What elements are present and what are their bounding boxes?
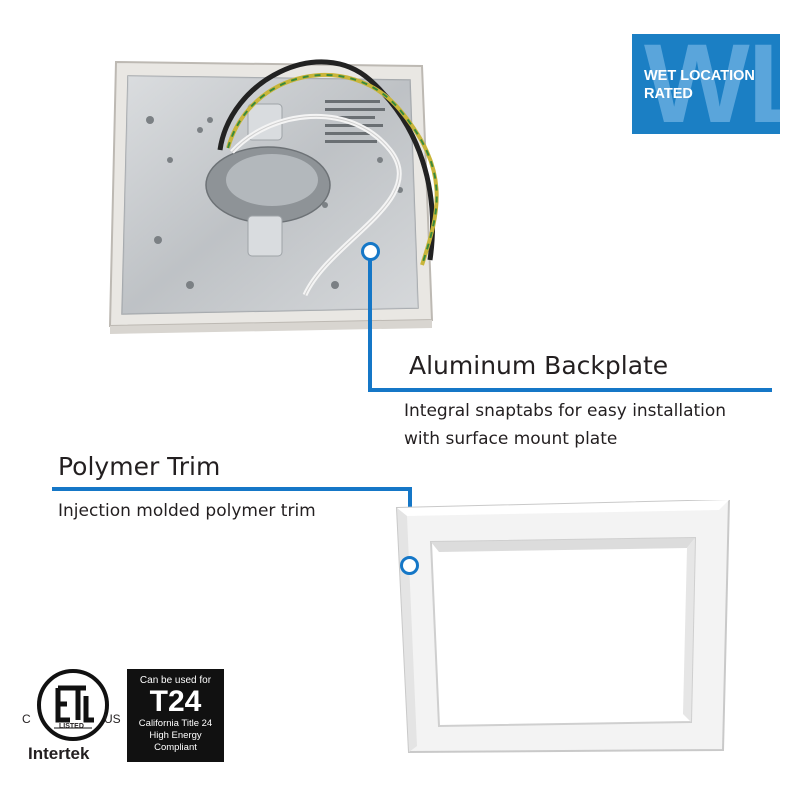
backplate-callout-horizontal-line [368, 388, 772, 392]
aluminum-backplate-image [108, 59, 439, 334]
etl-listed-text: LISTED [59, 723, 84, 730]
trim-callout-dot [400, 556, 419, 575]
backplate-title: Aluminum Backplate [409, 351, 669, 380]
wl-letters: WL [644, 34, 780, 134]
t24-line4: Compliant [154, 742, 197, 753]
t24-line3: High Energy [149, 730, 202, 741]
etl-listed-logo: C US LISTED Intertek [22, 668, 122, 768]
wet-location-line2: RATED [644, 86, 693, 102]
t24-line1: Can be used for [139, 675, 212, 686]
t24-line2: California Title 24 [138, 718, 213, 729]
backplate-callout-vertical-line [368, 258, 372, 392]
trim-callout-horizontal-line [52, 487, 412, 491]
polymer-trim-image [395, 500, 731, 754]
backplate-desc-line1: Integral snaptabs for easy installation [404, 401, 727, 421]
backplate-description: Integral snaptabs for easy installation … [404, 397, 726, 453]
etl-c-mark: C [22, 712, 31, 726]
trim-description: Injection molded polymer trim [58, 501, 316, 521]
wet-location-line1: WET LOCATION [644, 68, 755, 84]
t24-compliance-badge: Can be used for T24 California Title 24 … [127, 669, 224, 762]
installation-hole-label: 4 Inch Housing Installation hole [60, 90, 61, 91]
wet-location-text: WET LOCATION RATED [644, 67, 755, 103]
etl-circle-icon [37, 669, 109, 741]
wet-location-badge: WL WET LOCATION RATED [632, 34, 780, 134]
trim-title: Polymer Trim [58, 452, 221, 481]
intertek-brand: Intertek [28, 744, 90, 763]
backplate-desc-line2: with surface mount plate [404, 429, 618, 449]
etl-us-mark: US [104, 712, 121, 726]
t24-big-text: T24 [149, 685, 202, 718]
